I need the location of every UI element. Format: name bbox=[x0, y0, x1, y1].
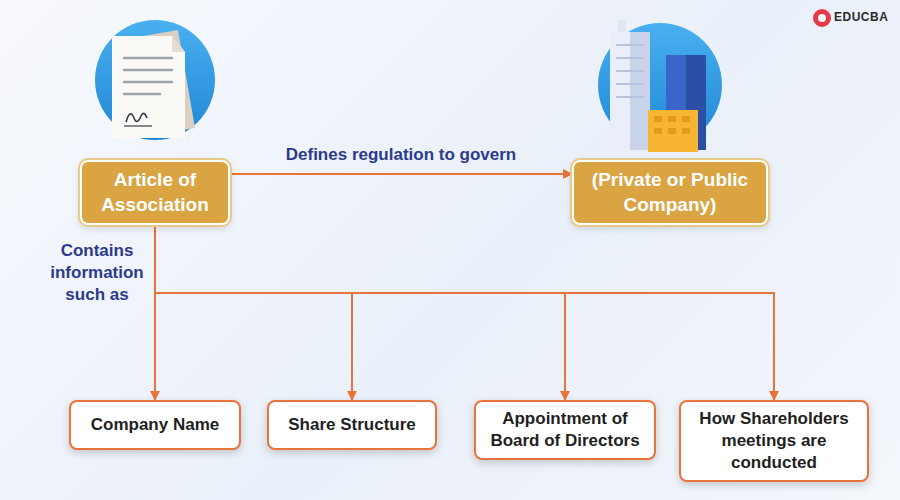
connector-arrow bbox=[230, 173, 572, 175]
box-text: Company Name bbox=[91, 414, 219, 436]
info-box: Share Structure bbox=[267, 400, 437, 450]
document-box: Article of Association bbox=[80, 160, 230, 225]
box-text: (Private or Public Company) bbox=[584, 168, 756, 217]
company-box: (Private or Public Company) bbox=[572, 160, 768, 225]
edge-label: Defines regulation to govern bbox=[286, 144, 516, 166]
box-text: Share Structure bbox=[288, 414, 416, 436]
connector-arrow bbox=[155, 225, 774, 400]
info-box: Company Name bbox=[69, 400, 241, 450]
connector-arrow bbox=[155, 225, 565, 400]
connector-arrow bbox=[155, 225, 352, 400]
info-box: How Shareholders meetings are conducted bbox=[679, 400, 869, 482]
box-text: How Shareholders meetings are conducted bbox=[691, 408, 857, 474]
box-text: Appointment of Board of Directors bbox=[486, 408, 644, 452]
document-icon bbox=[95, 20, 215, 140]
box-text: Article of Association bbox=[92, 168, 218, 217]
logo-mark bbox=[813, 9, 831, 27]
buildings-icon bbox=[598, 20, 722, 152]
note-text: Contains information such as bbox=[38, 240, 156, 306]
watermark-logo: EDUCBA bbox=[834, 10, 894, 24]
info-box: Appointment of Board of Directors bbox=[474, 400, 656, 460]
